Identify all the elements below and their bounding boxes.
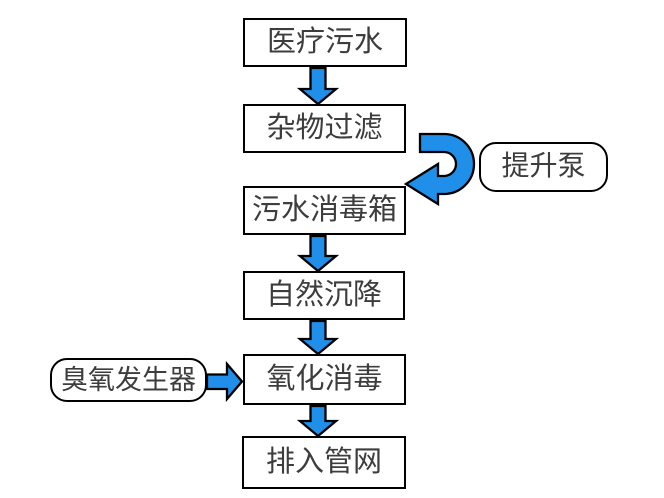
- arrow-down-icon: [296, 66, 340, 106]
- node-label: 杂物过滤: [266, 112, 383, 144]
- node-natural-settling: 自然沉降: [243, 271, 405, 320]
- node-label: 氧化消毒: [266, 363, 383, 395]
- node-label: 提升泵: [501, 151, 586, 182]
- arrow-down-icon: [296, 404, 340, 438]
- arrow-right-icon: [205, 360, 244, 403]
- node-disinfection-tank: 污水消毒箱: [243, 186, 406, 235]
- node-label: 排入管网: [265, 446, 382, 478]
- node-ozone-generator: 臭氧发生器: [50, 358, 207, 402]
- node-medical-sewage: 医疗污水: [243, 18, 407, 67]
- node-drain-to-network: 排入管网: [242, 436, 406, 489]
- node-label: 自然沉降: [265, 279, 382, 311]
- u-turn-arrow-icon: [403, 132, 476, 207]
- node-debris-filter: 杂物过滤: [243, 104, 406, 153]
- node-label: 臭氧发生器: [61, 364, 196, 395]
- node-label: 医疗污水: [266, 26, 383, 58]
- arrow-down-icon: [296, 319, 340, 356]
- node-label: 污水消毒箱: [251, 194, 397, 226]
- arrow-down-icon: [296, 234, 340, 273]
- node-lift-pump: 提升泵: [479, 142, 608, 192]
- node-oxidation: 氧化消毒: [243, 354, 406, 405]
